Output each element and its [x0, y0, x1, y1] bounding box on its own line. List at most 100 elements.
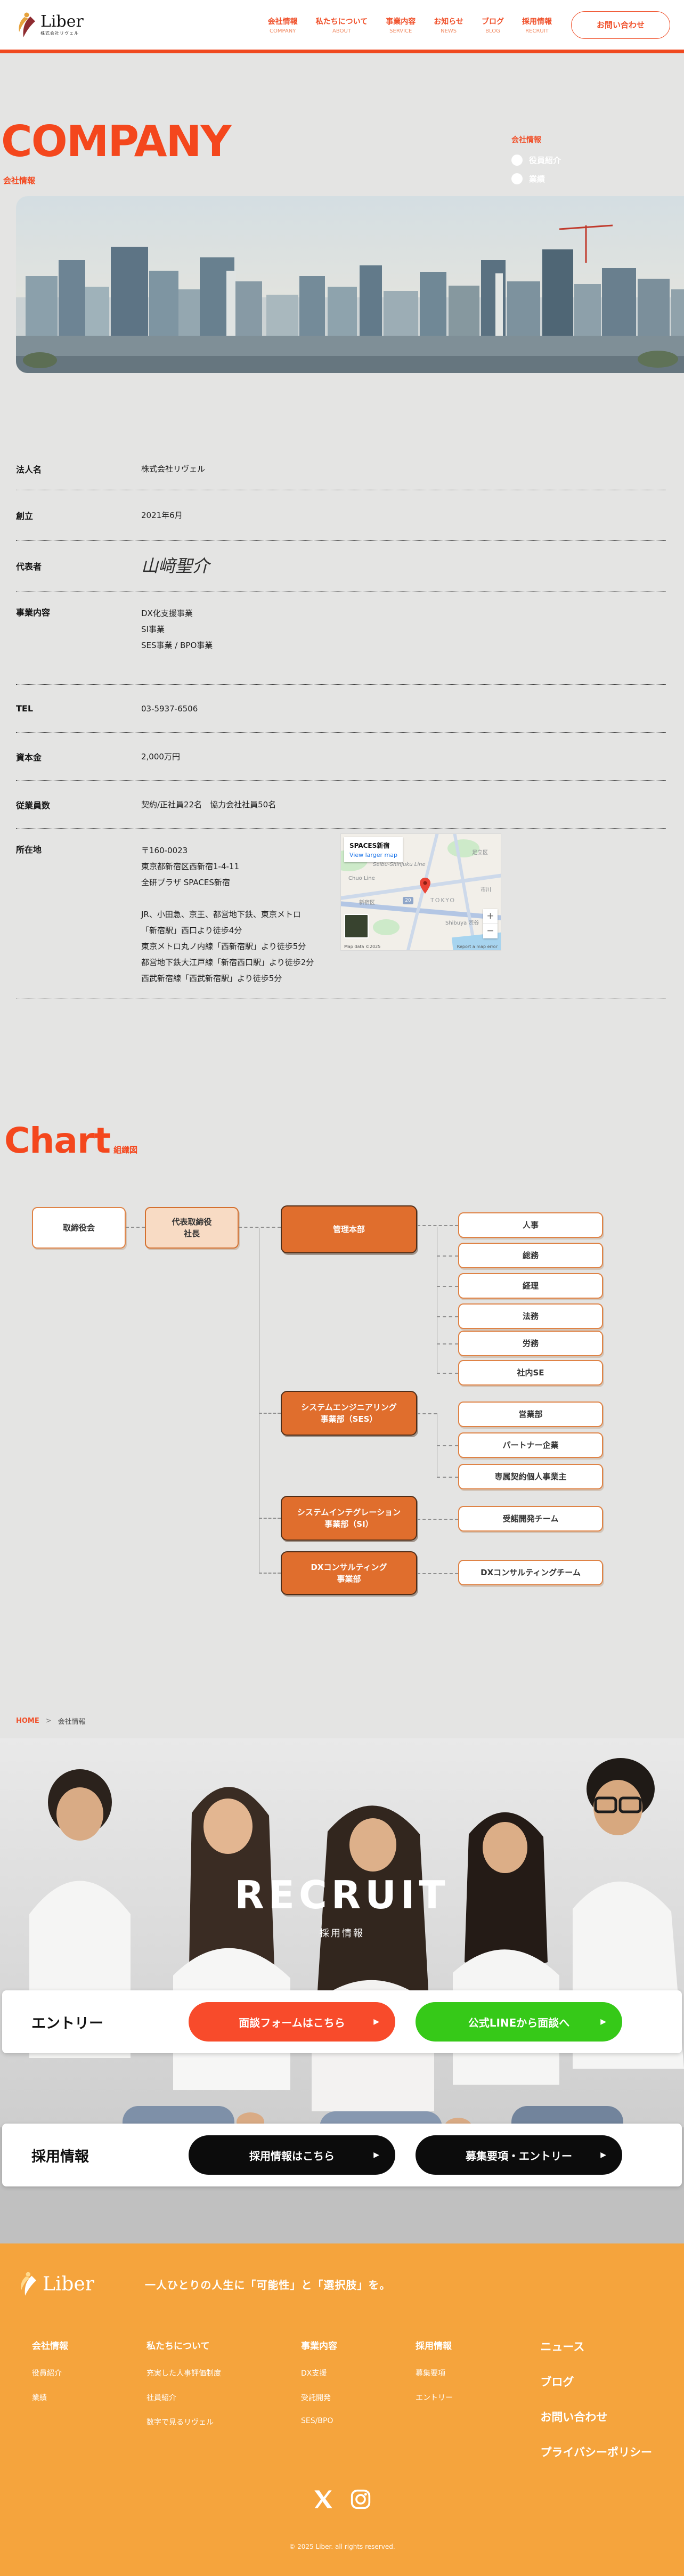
value-line: 〒160-0023: [141, 846, 188, 855]
footer-link[interactable]: エントリー: [416, 2394, 453, 2402]
recruit-cta-button[interactable]: 募集要項・エントリー▶: [416, 2135, 622, 2175]
map-label-shinjuku-ku: 新宿区: [359, 900, 375, 906]
map-label-chuo-line: Chuo Line: [348, 876, 375, 881]
arrow-right-icon: ▶: [600, 2151, 606, 2159]
footer-logo[interactable]: Liber: [16, 2271, 94, 2297]
map-attribution: Map data ©2025: [344, 944, 381, 949]
nav-item-company[interactable]: 会社情報 COMPANY: [268, 16, 298, 34]
recruit-section: RECRUIT 採用情報 エントリー面談フォームはこちら▶公式LINEから面談へ…: [0, 1738, 684, 2243]
recruit-cta-button[interactable]: 面談フォームはこちら▶: [189, 2002, 395, 2042]
org-connector-dashed: [259, 1518, 281, 1519]
footer-big-link[interactable]: ブログ: [540, 2376, 574, 2388]
footer-link[interactable]: DX支援: [301, 2369, 327, 2378]
breadcrumb-separator: >: [45, 1717, 52, 1725]
map-pin-icon[interactable]: [420, 878, 430, 894]
footer-logo-icon: [21, 2272, 37, 2296]
recruit-card-buttons: 面談フォームはこちら▶ 公式LINEから面談へ▶: [189, 2002, 622, 2042]
site-footer: Liber 一人ひとりの人生に「可能性」と「選択肢」を。 会社情報役員紹介業績私…: [0, 2243, 684, 2576]
map-report-error-link[interactable]: Report a map error: [457, 944, 498, 949]
contact-button[interactable]: お問い合わせ: [571, 11, 670, 39]
map-satellite-thumbnail[interactable]: [344, 914, 369, 938]
breadcrumb-current: 会社情報: [58, 1718, 86, 1726]
footer-link[interactable]: SES/BPO: [301, 2417, 333, 2425]
recruit-title: RECRUIT: [234, 1873, 450, 1917]
info-row-value: 山﨑聖介: [141, 556, 209, 576]
footer-big-links: ニュースブログお問い合わせプライバシーポリシー: [540, 2338, 652, 2479]
footer-link[interactable]: 受託開発: [301, 2394, 331, 2402]
arrow-right-icon: ▶: [373, 2151, 379, 2159]
footer-big-link[interactable]: お問い合わせ: [540, 2411, 608, 2424]
instagram-icon[interactable]: [350, 2489, 371, 2510]
nav-item-label-jp: 会社情報: [267, 17, 298, 26]
org-connector-dashed: [437, 1343, 458, 1344]
nav-item-label-jp: 私たちについて: [315, 17, 368, 26]
google-map-embed[interactable]: Seibu-Shinjuku Line Chuo Line TOKYO 新宿区 …: [341, 834, 501, 950]
value-line: 契約/正社員22名 協力会社社員50名: [141, 799, 276, 809]
info-row-label: 所在地: [16, 845, 42, 855]
recruit-card-label: 採用情報: [31, 2148, 89, 2165]
recruit-cta-button[interactable]: 公式LINEから面談へ▶: [416, 2002, 622, 2042]
recruit-card: エントリー面談フォームはこちら▶公式LINEから面談へ▶: [2, 1990, 682, 2053]
footer-link[interactable]: 募集要項: [416, 2369, 445, 2378]
map-label-tokyo: TOKYO: [430, 897, 455, 904]
info-row-value: 株式会社リヴェル: [141, 461, 205, 477]
side-nav-item[interactable]: 役員紹介: [511, 155, 561, 166]
footer-link[interactable]: 数字で見るリヴェル: [146, 2418, 214, 2427]
footer-link[interactable]: 役員紹介: [32, 2369, 62, 2378]
org-box-team: 労務: [458, 1331, 603, 1356]
footer-column-title[interactable]: 事業内容: [301, 2341, 337, 2352]
value-line: 東京都新宿区西新宿1-4-11: [141, 862, 239, 871]
value-line: 山﨑聖介: [141, 555, 210, 576]
info-row-value: 契約/正社員22名 協力会社社員50名: [141, 797, 276, 813]
x-twitter-icon[interactable]: [313, 2489, 334, 2510]
company-info-row: 法人名 株式会社リヴェル: [16, 448, 666, 490]
value-line: 東京メトロ丸ノ内線「西新宿駅」より徒歩5分: [141, 942, 306, 951]
org-box-team: DXコンサルティングチーム: [458, 1560, 603, 1585]
footer-link[interactable]: 充実した人事評価制度: [146, 2369, 221, 2378]
footer-big-link[interactable]: ニュース: [540, 2340, 585, 2353]
footer-big-link[interactable]: プライバシーポリシー: [540, 2446, 652, 2459]
footer-link[interactable]: 業績: [32, 2394, 47, 2402]
skyline-illustration: [16, 196, 684, 373]
chart-title-text: Chart: [4, 1120, 111, 1161]
breadcrumb-home-link[interactable]: HOME: [16, 1717, 39, 1725]
org-box-dept: DXコンサルティング事業部: [281, 1551, 417, 1595]
chart-subtitle: 組織図: [113, 1145, 138, 1155]
liber-logo-icon: [19, 12, 35, 37]
side-nav-item[interactable]: 業績: [511, 173, 561, 184]
map-view-larger-link[interactable]: View larger map: [349, 852, 397, 858]
org-connector-dashed: [417, 1413, 437, 1414]
info-row-label: 資本金: [16, 752, 42, 763]
side-nav-item-label: 業績: [529, 174, 545, 184]
recruit-subtitle: 採用情報: [320, 1928, 364, 1939]
footer-column-title[interactable]: 私たちについて: [146, 2341, 210, 2352]
site-logo[interactable]: Liber 株式会社リヴェル: [14, 12, 84, 38]
map-zoom-in-button[interactable]: +: [483, 909, 498, 924]
footer-column-title[interactable]: 採用情報: [416, 2341, 452, 2352]
footer-column-title[interactable]: 会社情報: [32, 2341, 68, 2352]
footer-link[interactable]: 社員紹介: [146, 2394, 176, 2402]
nav-item-label-en: COMPANY: [270, 28, 296, 34]
info-row-label: 法人名: [16, 464, 42, 475]
org-box-team: 受諾開発チーム: [458, 1506, 603, 1532]
recruit-cta-button[interactable]: 採用情報はこちら▶: [189, 2135, 395, 2175]
city-banner-image: [16, 196, 684, 373]
org-box-team: 総務: [458, 1243, 603, 1268]
map-label-shibuya: Shibuya 渋谷: [445, 920, 479, 926]
value-line: DX化支援事業: [141, 609, 193, 618]
map-label-adachi: 足立区: [472, 850, 488, 856]
logo-company-name: 株式会社リヴェル: [40, 31, 79, 36]
org-connector-dashed: [417, 1573, 458, 1574]
map-label-seibu-line: Seibu-Shinjuku Line: [373, 862, 426, 868]
map-zoom-out-button[interactable]: −: [486, 926, 494, 936]
